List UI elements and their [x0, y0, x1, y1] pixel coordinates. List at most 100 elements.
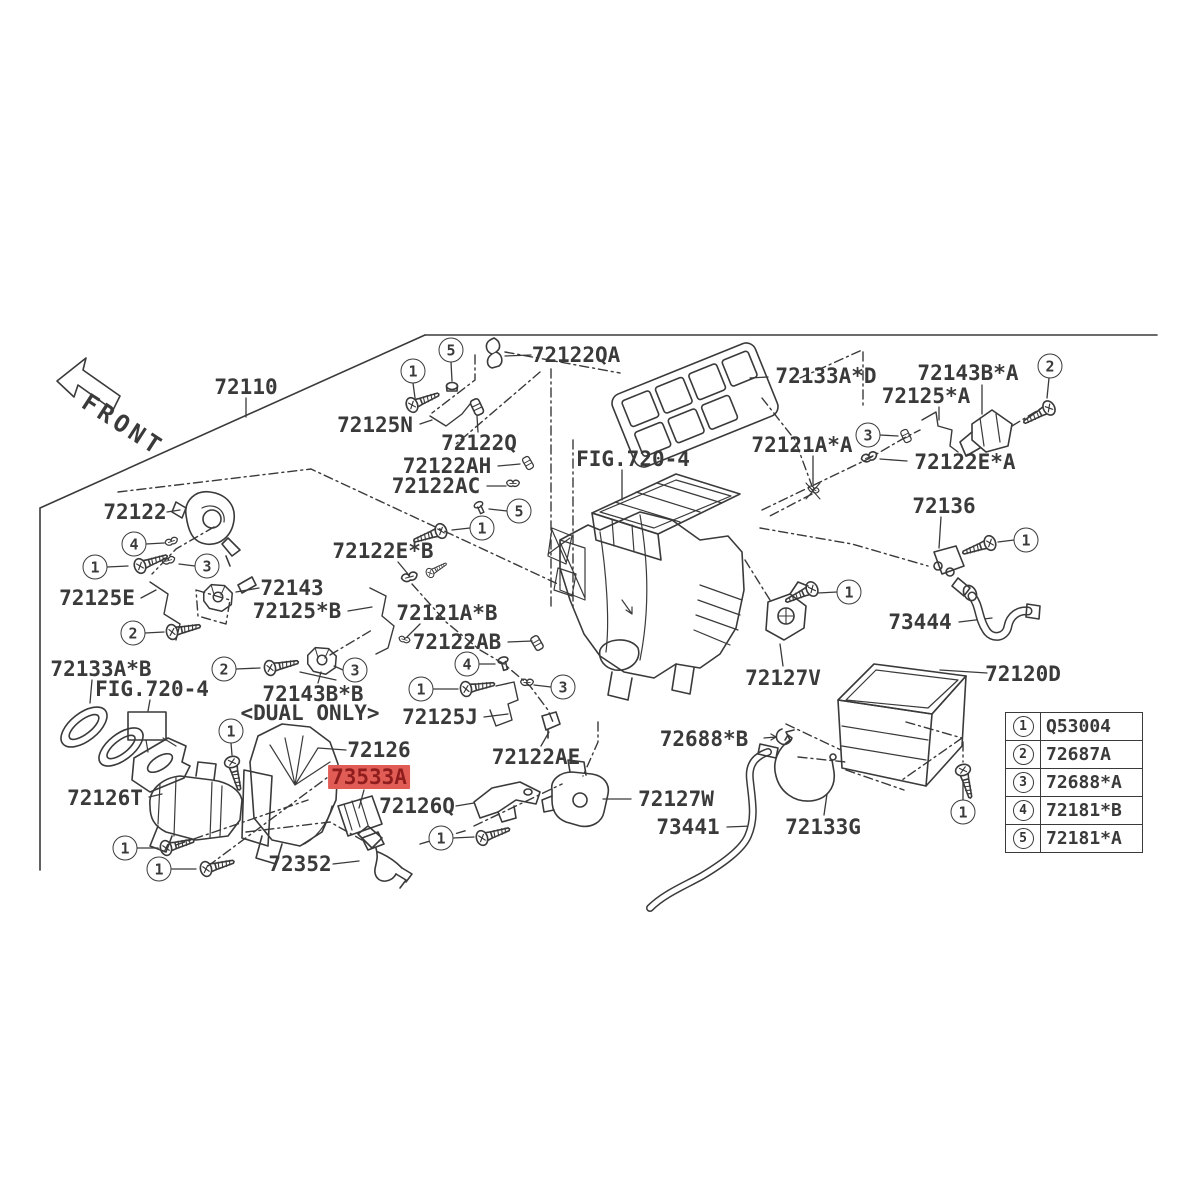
- part-label-72133G: 72133G: [785, 815, 861, 839]
- part-label-72125N: 72125N: [337, 413, 413, 437]
- callout-5: 5: [438, 337, 464, 363]
- part-label-72122AB: 72122AB: [412, 630, 502, 654]
- legend-callout-4: 4: [1012, 800, 1034, 821]
- front-arrow-icon: [56, 357, 121, 411]
- hose-73444-drawing: [962, 584, 1041, 641]
- part-label-72143BB: 72143B*B: [262, 682, 364, 706]
- part-label-72126Q: 72126Q: [379, 794, 455, 818]
- legend-row: 5 72181*A: [1006, 825, 1142, 852]
- frame-border: [39, 334, 1158, 871]
- side-housing-drawing: [241, 723, 339, 865]
- legend-row: 2 72687A: [1006, 741, 1142, 769]
- part-label-73533A-highlighted: 73533A: [328, 765, 410, 789]
- callout-3: 3: [342, 657, 368, 683]
- part-label-72121AA: 72121A*A: [751, 433, 853, 457]
- dual-only-note: <DUAL ONLY>: [240, 701, 380, 725]
- part-label-72126T: 72126T: [67, 786, 143, 810]
- callout-1: 1: [408, 676, 434, 702]
- callout-4: 4: [454, 651, 480, 677]
- part-label-72122QA: 72122QA: [531, 343, 621, 367]
- legend-part-number: 72181*A: [1046, 828, 1122, 849]
- part-label-72126: 72126: [347, 738, 411, 762]
- callout-3: 3: [550, 674, 576, 700]
- callout-1: 1: [146, 856, 172, 882]
- part-label-72143: 72143: [260, 576, 324, 600]
- callout-3: 3: [855, 422, 881, 448]
- callout-5: 5: [506, 498, 532, 524]
- part-label-73441: 73441: [656, 815, 720, 839]
- right-chain-drawing: [921, 409, 1013, 457]
- callout-1: 1: [400, 358, 426, 384]
- part-label-72122Q: 72122Q: [441, 431, 517, 455]
- legend-part-number: Q53004: [1046, 716, 1112, 737]
- part-label-72125A: 72125*A: [881, 384, 971, 408]
- legend-table: 1 Q53004 2 72687A 3 72688*A 4 72181*B 5 …: [1005, 712, 1143, 853]
- fasteners: [131, 381, 1059, 879]
- callout-1: 1: [112, 835, 138, 861]
- part-label-72352: 72352: [268, 852, 332, 876]
- part-label-72122AE: 72122AE: [491, 745, 581, 769]
- part-label-72122EB: 72122E*B: [332, 539, 434, 563]
- legend-callout-2: 2: [1012, 744, 1034, 765]
- figure-reference-left: FIG.720-4: [95, 677, 209, 701]
- legend-callout-3: 3: [1012, 772, 1034, 793]
- callout-1: 1: [218, 718, 244, 744]
- actuator-72127W-drawing: [541, 759, 610, 828]
- callout-1: 1: [428, 825, 454, 851]
- part-label-72133AD: 72133A*D: [775, 364, 877, 388]
- blower-housing-drawing: [149, 761, 243, 853]
- tray-drawing: [837, 663, 967, 787]
- part-label-72125J: 72125J: [402, 705, 478, 729]
- part-label-72127V: 72127V: [745, 666, 821, 690]
- callout-3: 3: [194, 553, 220, 579]
- part-label-72125E: 72125E: [59, 586, 135, 610]
- construction-lines: [117, 349, 1041, 867]
- legend-callout-5: 5: [1012, 828, 1034, 849]
- actuator-72127V-drawing: [765, 581, 809, 641]
- gasket-set-drawing: [60, 706, 191, 793]
- callout-1: 1: [82, 554, 108, 580]
- clip-72122QA-drawing: [485, 337, 503, 369]
- callout-2: 2: [120, 620, 146, 646]
- part-label-72120D: 72120D: [985, 662, 1061, 686]
- part-label-72122: 72122: [103, 500, 167, 524]
- legend-row: 1 Q53004: [1006, 713, 1142, 741]
- legend-part-number: 72687A: [1046, 744, 1112, 765]
- legend-part-number: 72688*A: [1046, 772, 1122, 793]
- legend-callout-1: 1: [1012, 716, 1034, 737]
- callout-4: 4: [121, 531, 147, 557]
- part-label-72121AB: 72121A*B: [396, 601, 498, 625]
- callout-1: 1: [836, 579, 862, 605]
- callout-2: 2: [1037, 353, 1063, 379]
- part-label-72136: 72136: [912, 494, 976, 518]
- bracket-72126Q-drawing: [473, 781, 541, 823]
- harness-drawing: [361, 831, 413, 889]
- left-chain-drawing: [149, 403, 561, 739]
- callout-2: 2: [211, 656, 237, 682]
- spiral-part-drawing: [171, 490, 241, 567]
- wire-72133G-drawing: [774, 729, 837, 802]
- part-label-72122AC: 72122AC: [391, 474, 481, 498]
- clip-72688B-drawing: [775, 728, 793, 746]
- vent-grille-drawing: [611, 342, 779, 468]
- legend-part-number: 72181*B: [1046, 800, 1122, 821]
- part-label-73444: 73444: [888, 610, 952, 634]
- part-label-72110: 72110: [214, 375, 278, 399]
- heater-unit-drawing: [547, 473, 745, 701]
- legend-row: 3 72688*A: [1006, 769, 1142, 797]
- figure-reference-top: FIG.720-4: [576, 447, 690, 471]
- part-label-72125B: 72125*B: [252, 599, 342, 623]
- callout-1: 1: [1013, 527, 1039, 553]
- label-leader-lines: [89, 354, 993, 865]
- part-label-72127W: 72127W: [638, 787, 714, 811]
- legend-row: 4 72181*B: [1006, 797, 1142, 825]
- callout-1: 1: [950, 799, 976, 825]
- part-label-72688B: 72688*B: [659, 727, 749, 751]
- part-label-72122EA: 72122E*A: [914, 450, 1016, 474]
- part-label-72133AB: 72133A*B: [50, 657, 152, 681]
- part-label-72143BA: 72143B*A: [917, 361, 1019, 385]
- callout-1: 1: [469, 515, 495, 541]
- part-label-72122AH: 72122AH: [402, 454, 492, 478]
